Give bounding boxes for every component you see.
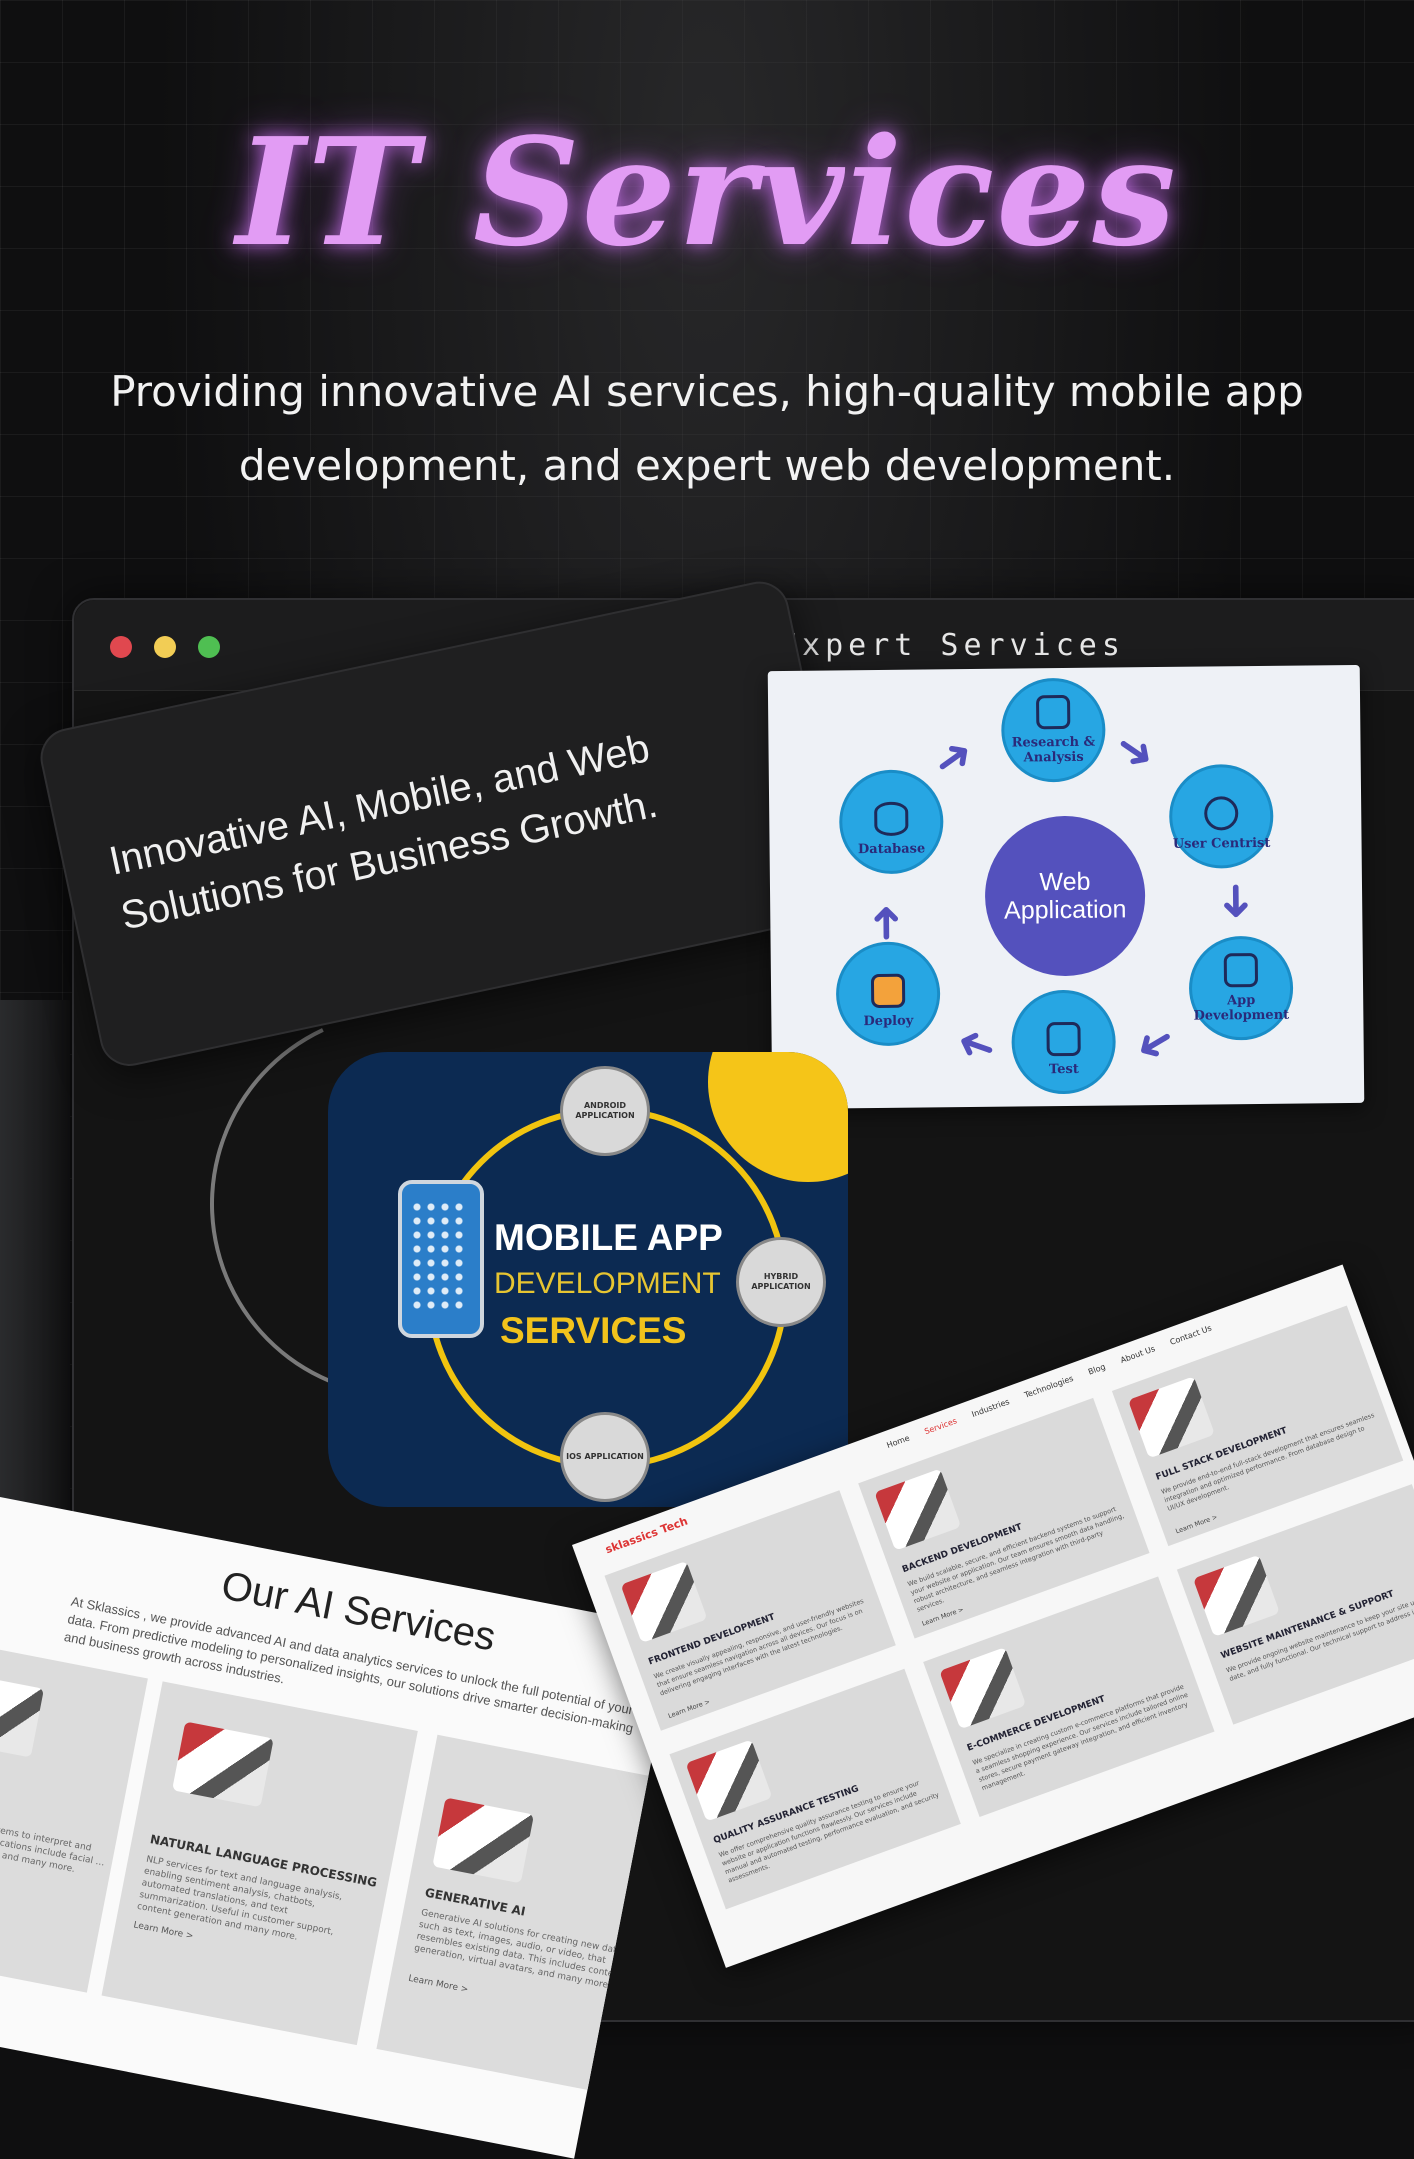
diagram-node-user: User Centrist bbox=[1168, 763, 1274, 869]
illustration-icon bbox=[874, 1468, 962, 1551]
nav-technologies[interactable]: Technologies bbox=[1023, 1373, 1075, 1400]
illustration-icon bbox=[1192, 1554, 1280, 1637]
arrow-icon: ➜ bbox=[857, 903, 912, 943]
nav-industries[interactable]: Industries bbox=[970, 1397, 1011, 1420]
nav-home[interactable]: Home bbox=[885, 1433, 911, 1450]
mobile-title-line2: DEVELOPMENT bbox=[494, 1267, 721, 1300]
illustration-icon bbox=[620, 1560, 708, 1644]
illustration-icon bbox=[0, 1671, 45, 1758]
arrow-icon: ➜ bbox=[921, 724, 985, 791]
close-dot-icon[interactable] bbox=[110, 636, 132, 658]
monitor-icon bbox=[1223, 952, 1259, 988]
maximize-dot-icon[interactable] bbox=[198, 636, 220, 658]
user-icon bbox=[1204, 796, 1239, 831]
arrow-icon: ➜ bbox=[1104, 717, 1168, 784]
mobile-title-line1: MOBILE APP bbox=[494, 1217, 723, 1258]
hybrid-badge: HYBRID APPLICATION bbox=[736, 1237, 826, 1327]
diagram-node-test: Test bbox=[1011, 989, 1117, 1095]
database-icon bbox=[874, 801, 909, 837]
learn-more-link[interactable]: Learn More > bbox=[132, 1920, 195, 1942]
mobile-app-card: ANDROID APPLICATION HYBRID APPLICATION I… bbox=[328, 1052, 848, 1507]
nav-services[interactable]: Services bbox=[923, 1416, 959, 1437]
illustration-icon bbox=[1127, 1376, 1215, 1459]
test-icon bbox=[1046, 1021, 1081, 1057]
nav-about[interactable]: About Us bbox=[1119, 1344, 1157, 1365]
arrow-icon: ➜ bbox=[948, 1015, 1004, 1079]
ios-badge: IOS APPLICATION bbox=[560, 1412, 650, 1502]
diagram-center: Web Application bbox=[984, 815, 1146, 977]
ai-service-card[interactable]: NATURAL LANGUAGE PROCESSING NLP services… bbox=[101, 1681, 418, 2046]
page-title: IT Services bbox=[236, 105, 1178, 279]
illustration-icon bbox=[939, 1647, 1027, 1730]
arrow-icon: ➜ bbox=[1210, 881, 1265, 921]
mobile-title-line3: SERVICES bbox=[500, 1310, 687, 1351]
page-subtitle: Providing innovative AI services, high-q… bbox=[110, 367, 1304, 490]
diagram-node-deploy: Deploy bbox=[835, 941, 941, 1047]
nav-blog[interactable]: Blog bbox=[1087, 1362, 1107, 1377]
minimize-dot-icon[interactable] bbox=[154, 636, 176, 658]
diagram-node-app: App Development bbox=[1188, 935, 1294, 1041]
window-title: Expert Services bbox=[779, 628, 1125, 663]
diagram-node-database: Database bbox=[838, 769, 944, 875]
web-application-diagram: Web Application Research & Analysis User… bbox=[767, 664, 1365, 1110]
learn-more-link[interactable]: Learn More > bbox=[667, 1697, 712, 1721]
tagline-text: Innovative AI, Mobile, and Web Solutions… bbox=[105, 726, 662, 939]
learn-more-link[interactable]: Learn More > bbox=[1174, 1512, 1219, 1536]
android-badge: ANDROID APPLICATION bbox=[560, 1066, 650, 1156]
learn-more-link[interactable]: Learn More > bbox=[407, 1973, 469, 1996]
illustration-icon bbox=[685, 1739, 773, 1822]
smartphone-icon bbox=[398, 1180, 484, 1338]
illustration-icon bbox=[172, 1721, 274, 1808]
deploy-icon bbox=[870, 973, 906, 1009]
diagram-node-research: Research & Analysis bbox=[1000, 677, 1106, 783]
illustration-icon bbox=[432, 1797, 534, 1884]
nav-contact[interactable]: Contact Us bbox=[1168, 1323, 1213, 1347]
research-icon bbox=[1035, 694, 1071, 730]
arrow-icon: ➜ bbox=[1125, 1012, 1187, 1079]
